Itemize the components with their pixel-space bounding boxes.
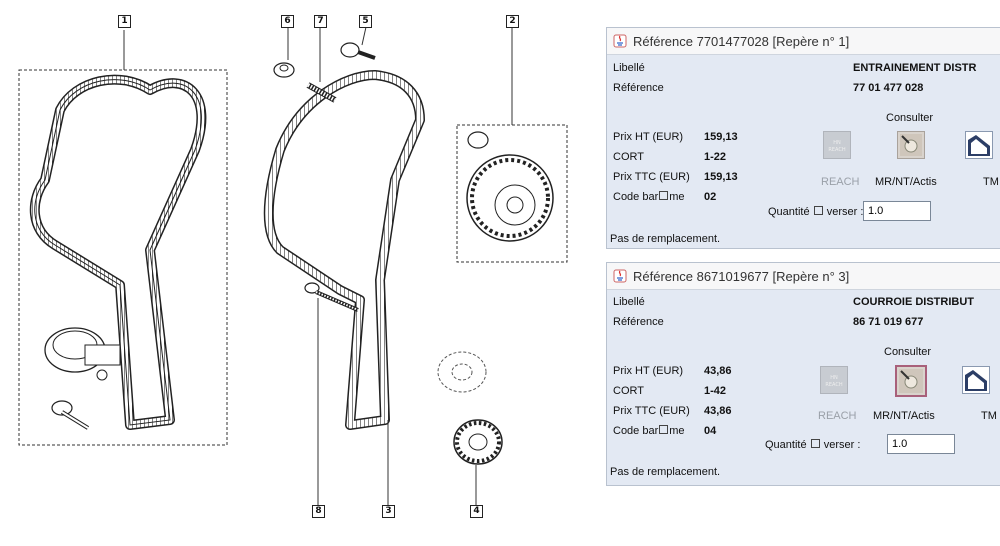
window-title: Référence 8671019677 [Repère n° 3]	[633, 268, 850, 284]
tm-label: TM	[981, 410, 997, 422]
kit-1-frame	[18, 69, 228, 446]
quantite-input[interactable]	[863, 201, 931, 221]
libelle-label: Libellé	[613, 62, 645, 74]
reference-value: 86 71 019 677	[853, 316, 924, 328]
missing-glyph-icon	[659, 425, 669, 434]
parts-exploded-diagram: 1 6 7 5 2 3 4 8	[18, 15, 568, 518]
missing-glyph-icon	[813, 206, 823, 215]
mr-nt-actis-label: MR/NT/Actis	[875, 176, 937, 188]
svg-text:REACH: REACH	[825, 382, 842, 388]
callout-4[interactable]: 4	[470, 505, 483, 518]
remplacement-text: Pas de remplacement.	[610, 233, 721, 245]
prix-ttc-value: 43,86	[704, 405, 732, 417]
quantite-input[interactable]	[887, 434, 955, 454]
consulter-label: Consulter	[886, 112, 934, 124]
remplacement-text: Pas de remplacement.	[610, 466, 721, 478]
kit-1-belt	[29, 74, 207, 430]
tm-label: TM	[983, 176, 999, 188]
libelle-label: Libellé	[613, 296, 645, 308]
callout-5[interactable]: 5	[359, 15, 372, 28]
quantite-label: Quantité verser :	[765, 439, 861, 451]
mr-nt-actis-label: MR/NT/Actis	[873, 410, 935, 422]
stud-7	[306, 82, 337, 103]
callout-1[interactable]: 1	[118, 15, 131, 28]
idler-ghost	[437, 351, 487, 393]
mr-nt-actis-button[interactable]	[897, 131, 925, 159]
tm-button[interactable]	[962, 366, 990, 394]
reference-label: Référence	[613, 316, 664, 328]
kit-1-tensioner	[44, 327, 121, 381]
window-titlebar[interactable]: Référence 8671019677 [Repère n° 3]	[607, 263, 1000, 290]
code-bareme-value: 02	[704, 191, 717, 203]
nut-6	[273, 62, 295, 78]
missing-glyph-icon	[659, 191, 669, 200]
missing-glyph-icon	[810, 439, 820, 448]
timing-belt-3	[263, 70, 425, 430]
svg-text:HN: HN	[833, 140, 841, 146]
code-bareme-value: 04	[704, 425, 717, 437]
reach-label: REACH	[818, 410, 857, 422]
cort-value: 1-22	[704, 151, 727, 163]
crank-sprocket-4	[453, 419, 503, 465]
tm-button[interactable]	[965, 131, 993, 159]
callout-7[interactable]: 7	[314, 15, 327, 28]
prix-ht-label: Prix HT (EUR)	[613, 131, 684, 143]
prix-ht-value: 43,86	[704, 365, 732, 377]
reference-label: Référence	[613, 82, 664, 94]
cort-label: CORT	[613, 385, 644, 397]
java-app-icon	[613, 269, 627, 283]
bolt-8	[304, 282, 359, 312]
cort-value: 1-42	[704, 385, 727, 397]
diagram-drawing	[18, 26, 568, 505]
prix-ht-label: Prix HT (EUR)	[613, 365, 684, 377]
java-app-icon	[613, 34, 627, 48]
kit-1-bolt	[51, 400, 90, 430]
camshaft-pulley	[466, 131, 554, 242]
callout-6[interactable]: 6	[281, 15, 294, 28]
svg-text:REACH: REACH	[828, 147, 845, 153]
screw-5	[340, 42, 376, 60]
prix-ttc-label: Prix TTC (EUR)	[613, 171, 690, 183]
reference-value: 77 01 477 028	[853, 82, 924, 94]
reference-window-1: Référence 7701477028 [Repère n° 1] Libel…	[606, 27, 1000, 249]
callout-3[interactable]: 3	[382, 505, 395, 518]
svg-text:HN: HN	[830, 375, 838, 381]
prix-ttc-value: 159,13	[704, 171, 738, 183]
mr-nt-actis-button[interactable]	[895, 365, 927, 397]
quantite-label: Quantité verser :	[768, 206, 864, 218]
callout-8[interactable]: 8	[312, 505, 325, 518]
reach-label: REACH	[821, 176, 860, 188]
libelle-value: ENTRAINEMENT DISTR	[853, 62, 977, 74]
prix-ht-value: 159,13	[704, 131, 738, 143]
prix-ttc-label: Prix TTC (EUR)	[613, 405, 690, 417]
consulter-label: Consulter	[884, 346, 932, 358]
window-title: Référence 7701477028 [Repère n° 1]	[633, 33, 850, 49]
cort-label: CORT	[613, 151, 644, 163]
reference-window-2: Référence 8671019677 [Repère n° 3] Libel…	[606, 262, 1000, 486]
libelle-value: COURROIE DISTRIBUT	[853, 296, 974, 308]
window-titlebar[interactable]: Référence 7701477028 [Repère n° 1]	[607, 28, 1000, 55]
callout-2[interactable]: 2	[506, 15, 519, 28]
